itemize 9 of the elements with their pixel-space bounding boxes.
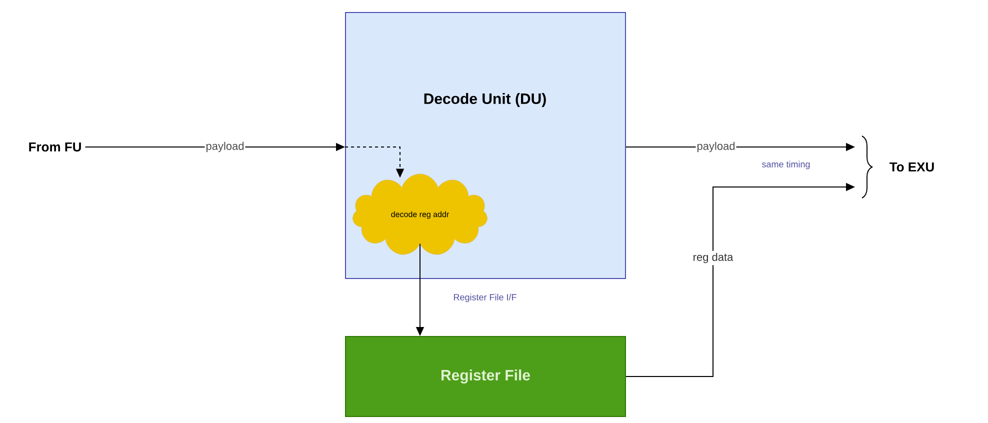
text-label: To EXU [890,162,934,172]
edge-label: reg data [690,250,736,266]
register-file-box: Register File [345,336,626,417]
edge-label: payload [696,140,736,154]
edge-label: payload [204,140,246,154]
note-text: same timing [762,160,810,170]
box-title: Decode Unit (DU) [424,93,546,107]
text-label: From FU [29,142,81,152]
edge-label: Register File I/F [454,294,516,302]
